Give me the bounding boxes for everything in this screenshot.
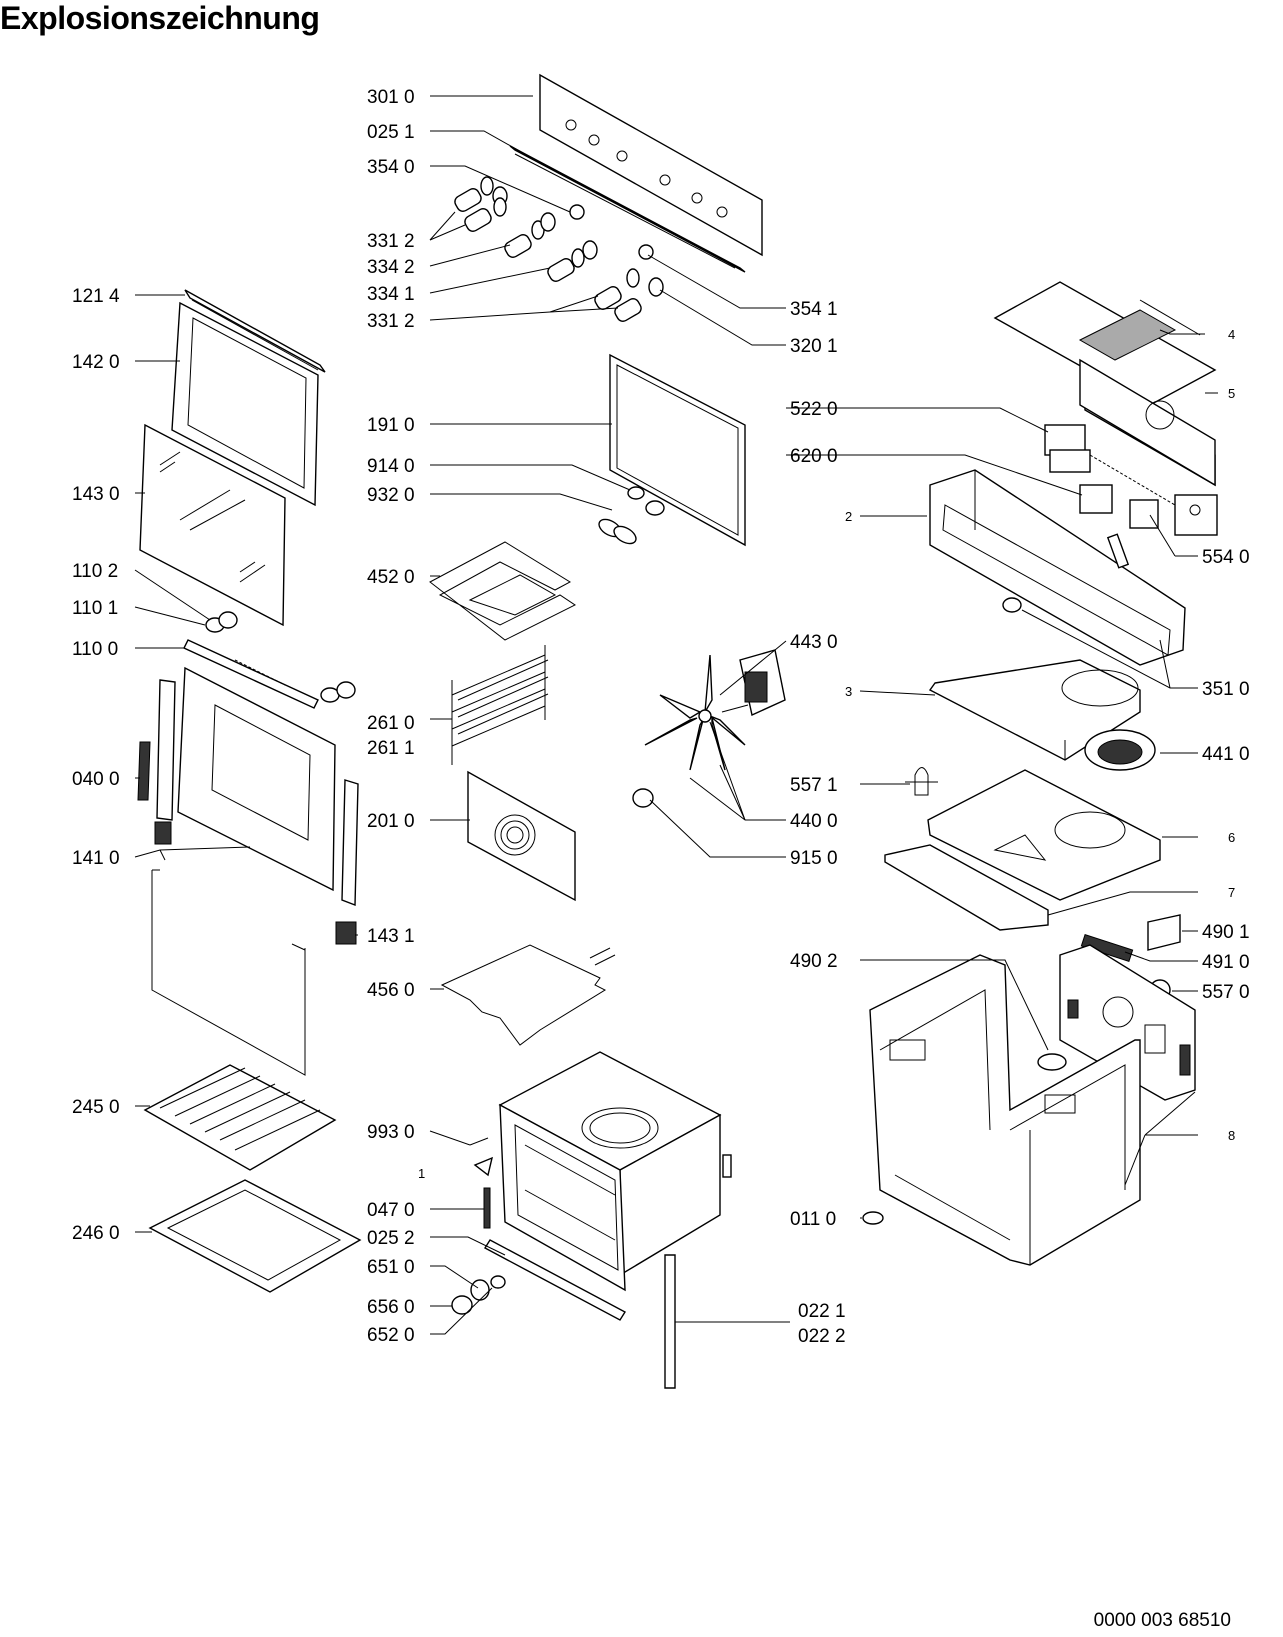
front-trim-7 <box>884 844 1049 931</box>
callout-110-0: 110 0 <box>72 639 118 660</box>
callout-110-2: 110 2 <box>72 561 118 582</box>
panel-rail-025-1 <box>509 145 746 273</box>
callout-025-2: 025 2 <box>367 1228 415 1249</box>
callout-443-0: 443 0 <box>790 632 838 653</box>
fan-wheel-440-0 <box>632 654 746 808</box>
inner-glass-143-0 <box>139 423 286 627</box>
callout-932-0: 932 0 <box>367 485 415 506</box>
callout-labels: 301 0 025 1 354 0 331 2 334 2 334 1 331 … <box>72 87 1250 1347</box>
grill-heater-452-0 <box>429 486 665 641</box>
fan-motor-441-0 <box>1084 729 1156 771</box>
callout-191-0: 191 0 <box>367 415 415 436</box>
callout-142-0: 142 0 <box>72 352 120 373</box>
callout-320-1: 320 1 <box>790 336 838 357</box>
outer-door-glass-142-0 <box>171 301 319 507</box>
callout-201-0: 201 0 <box>367 811 415 832</box>
callout-3: 3 <box>845 684 852 699</box>
frame-2 <box>929 469 1186 666</box>
callout-301-0: 301 0 <box>367 87 415 108</box>
callout-143-0: 143 0 <box>72 484 120 505</box>
callout-025-1: 025 1 <box>367 122 415 143</box>
callout-5: 5 <box>1228 386 1235 401</box>
callout-246-0: 246 0 <box>72 1223 120 1244</box>
callout-351-0: 351 0 <box>1202 679 1250 700</box>
callout-047-0: 047 0 <box>367 1200 415 1221</box>
callout-6: 6 <box>1228 830 1235 845</box>
callout-4: 4 <box>1228 327 1235 342</box>
callout-440-0: 440 0 <box>790 811 838 832</box>
callout-261-1: 261 1 <box>367 738 415 759</box>
housing-frame-8 <box>869 954 1141 1266</box>
callout-441-0: 441 0 <box>1202 744 1250 765</box>
small-parts-bottom-center <box>451 1137 676 1389</box>
door-hinge-bushings <box>205 611 356 703</box>
door-top-profile-121-4 <box>184 289 326 373</box>
bottom-heater-456-0 <box>440 944 616 1046</box>
callout-334-2: 334 2 <box>367 257 415 278</box>
callout-557-1: 557 1 <box>790 775 838 796</box>
callout-656-0: 656 0 <box>367 1297 415 1318</box>
callout-620-0: 620 0 <box>790 446 838 467</box>
callout-652-0: 652 0 <box>367 1325 415 1346</box>
callout-331-2-top: 331 2 <box>367 231 415 252</box>
callout-261-0: 261 0 <box>367 713 415 734</box>
callout-651-0: 651 0 <box>367 1257 415 1278</box>
duct-3 <box>928 659 1141 761</box>
callout-354-1: 354 1 <box>790 299 838 320</box>
callout-491-0: 491 0 <box>1202 952 1250 973</box>
thermostat-557-1 <box>905 767 938 796</box>
lamp-cap-351-0 <box>1002 597 1022 613</box>
door-frame-141-0 <box>137 666 359 1076</box>
callout-245-0: 245 0 <box>72 1097 120 1118</box>
callout-022-1: 022 1 <box>798 1301 846 1322</box>
callout-110-1: 110 1 <box>72 598 118 619</box>
document-number: 0000 003 68510 <box>1093 1610 1231 1631</box>
wire-shelf-245-0 <box>143 1064 337 1171</box>
rear-fan-cover-201-0 <box>467 770 576 902</box>
callout-554-0: 554 0 <box>1202 547 1250 568</box>
callout-143-1: 143 1 <box>367 926 415 947</box>
callout-331-2-bottom: 331 2 <box>367 311 415 332</box>
callout-7: 7 <box>1228 885 1235 900</box>
door-handle-110-0 <box>183 639 319 709</box>
fan-motor-443-0 <box>721 649 786 716</box>
knobs <box>454 176 664 322</box>
leader-lines <box>134 95 1218 1335</box>
callout-490-1: 490 1 <box>1202 922 1250 943</box>
callout-914-0: 914 0 <box>367 456 415 477</box>
page-title: Explosionszeichnung <box>0 0 320 36</box>
callout-915-0: 915 0 <box>790 848 838 869</box>
callout-141-0: 141 0 <box>72 848 120 869</box>
control-board-8 <box>1059 944 1196 1101</box>
callout-354-0: 354 0 <box>367 157 415 178</box>
callout-8: 8 <box>1228 1128 1235 1143</box>
side-rails-261-0 <box>451 645 549 765</box>
baking-tray-246-0 <box>148 1179 362 1293</box>
callout-490-2: 490 2 <box>790 951 838 972</box>
oven-cavity <box>498 1051 732 1292</box>
rear-panel-5 <box>1079 358 1216 487</box>
foot-011-0 <box>862 1211 884 1225</box>
callout-456-0: 456 0 <box>367 980 415 1001</box>
callout-040-0: 040 0 <box>72 769 120 790</box>
bottom-plate-6 <box>927 769 1161 901</box>
callout-452-0: 452 0 <box>367 567 415 588</box>
door-seal-191-0 <box>609 353 746 547</box>
control-panel-301-0 <box>539 73 763 257</box>
switch-554-0 <box>1129 494 1218 536</box>
callout-334-1: 334 1 <box>367 284 415 305</box>
callout-2: 2 <box>845 509 852 524</box>
callout-993-0: 993 0 <box>367 1122 415 1143</box>
callout-022-2: 022 2 <box>798 1326 846 1347</box>
callout-522-0: 522 0 <box>790 399 838 420</box>
callout-121-4: 121 4 <box>72 286 120 307</box>
callout-1: 1 <box>418 1166 425 1181</box>
relay-block-522-0 <box>1044 424 1176 506</box>
callout-011-0: 011 0 <box>790 1209 836 1230</box>
callout-557-0: 557 0 <box>1202 982 1250 1003</box>
relay-620-0 <box>1079 484 1113 514</box>
